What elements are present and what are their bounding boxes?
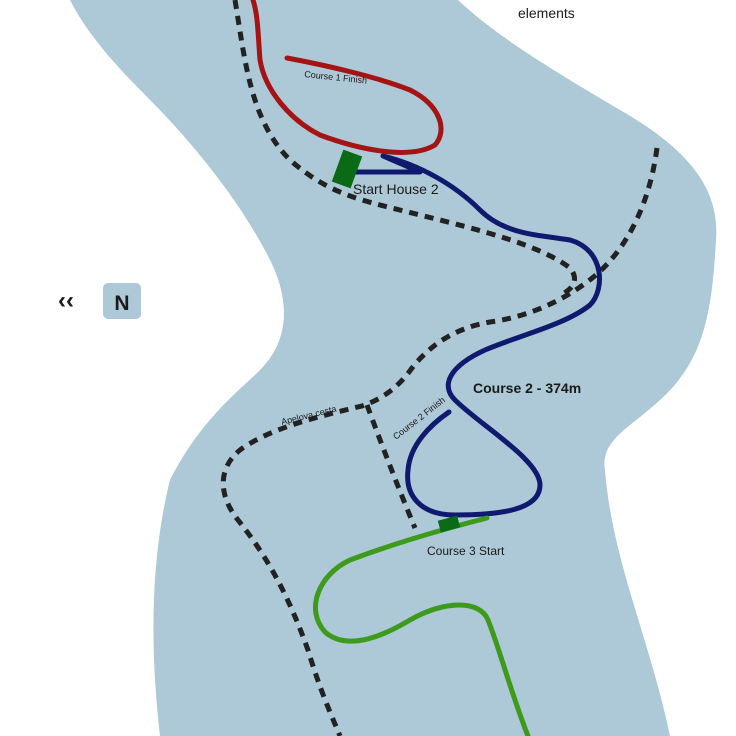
legend-fragment-text: elements	[518, 5, 575, 21]
river-water	[70, 0, 717, 736]
course-3-start-marker	[437, 515, 461, 533]
path-dashed-top	[232, 0, 577, 298]
course-2-label: Course 2 - 374m	[473, 380, 581, 396]
course-3-start-label: Course 3 Start	[427, 544, 505, 558]
north-indicator: ‹‹ N	[58, 283, 141, 319]
north-arrows-icon: ‹‹	[58, 287, 74, 314]
start-house-2-marker	[331, 149, 363, 189]
start-house-2-label: Start House 2	[353, 181, 439, 197]
north-badge	[103, 283, 141, 319]
path-dashed-spur	[364, 404, 418, 529]
course-2-line	[337, 153, 603, 518]
north-label: N	[114, 292, 129, 315]
path-dashed-main	[220, 147, 660, 736]
dashed-paths	[220, 0, 660, 736]
course-1-line	[250, 0, 444, 155]
course-3-line	[313, 515, 531, 736]
